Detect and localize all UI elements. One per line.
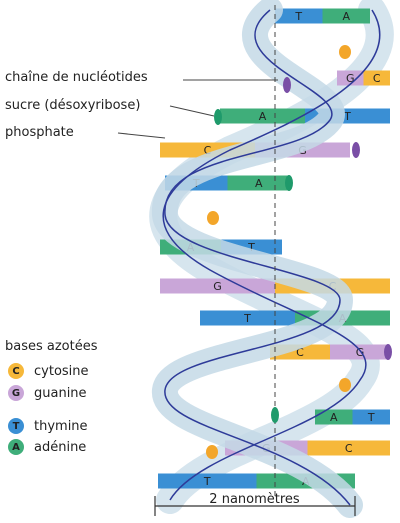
base-letter: G [213, 280, 222, 293]
label-phosphate: phosphate [5, 125, 74, 140]
base-right [330, 344, 390, 360]
legend-label: guanine [34, 385, 87, 401]
sugar-marker [352, 142, 360, 158]
legend-item-cytosine: C cytosine [8, 363, 89, 379]
sugar-marker [384, 344, 392, 360]
base-letter: C [345, 442, 353, 455]
legend-item-guanine: G guanine [8, 385, 87, 401]
base-left [337, 70, 364, 86]
base-left [160, 278, 275, 294]
phosphate-marker [339, 45, 351, 59]
legend-label: cytosine [34, 363, 89, 379]
base-left [275, 8, 323, 24]
base-letter: G [356, 346, 365, 359]
base-letter: C [373, 72, 381, 85]
base-letter: T [294, 10, 302, 23]
sugar-marker [214, 109, 222, 125]
base-letter: A [255, 177, 263, 190]
sugar-marker [285, 175, 293, 191]
legend-title: bases azotées [5, 339, 98, 354]
guanine-chip: G [8, 385, 24, 401]
sugar-marker [271, 407, 279, 423]
label-sugar: sucre (désoxyribose) [5, 98, 141, 113]
scale-label: 2 nanomètres [209, 492, 300, 507]
base-letter: G [346, 72, 355, 85]
strand-line-back [162, 9, 381, 501]
phosphate-marker [339, 378, 351, 392]
legend-label: thymine [34, 418, 88, 434]
phosphate-marker [206, 445, 218, 459]
base-letter: A [342, 10, 350, 23]
label-nucleotide-chain: chaîne de nucléotides [5, 70, 148, 85]
legend-item-adenine: A adénine [8, 439, 86, 455]
strand-line-front [164, 9, 351, 506]
base-right [363, 70, 390, 86]
sugar-marker [283, 77, 291, 93]
base-letter: T [247, 241, 255, 254]
base-left [200, 310, 295, 326]
legend-item-thymine: T thymine [8, 418, 88, 434]
legend-label: adénine [34, 439, 87, 455]
base-letter: C [204, 144, 212, 157]
thymine-chip: T [8, 418, 24, 434]
base-right [227, 175, 290, 191]
cytosine-chip: C [8, 363, 24, 379]
base-letter: T [343, 110, 351, 123]
base-left [315, 409, 353, 425]
base-letter: A [259, 110, 267, 123]
base-right [307, 440, 390, 456]
base-right [352, 409, 390, 425]
phosphate-marker [207, 211, 219, 225]
leader-sugar [169, 105, 215, 117]
adenine-chip: A [8, 439, 24, 455]
base-letter: T [203, 475, 211, 488]
scale: 2 nanomètres [153, 484, 356, 520]
leader-phosphate [117, 132, 166, 139]
base-letter: A [330, 411, 338, 424]
base-left [220, 108, 305, 124]
base-letter: T [243, 312, 251, 325]
base-letter: C [296, 346, 304, 359]
base-letter: T [367, 411, 375, 424]
base-right [322, 8, 370, 24]
